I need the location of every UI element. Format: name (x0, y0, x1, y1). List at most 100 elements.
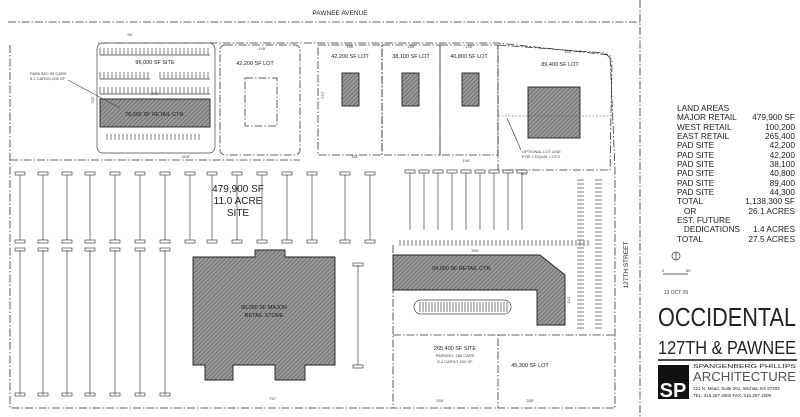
parking-island (14, 239, 26, 244)
major-site-label: 11.0 ACRE (214, 196, 263, 207)
scale-label: 80' (686, 268, 691, 273)
pad-building (401, 72, 420, 107)
parking-island (418, 169, 430, 174)
lot-label: 45,300 SF LOT (511, 363, 549, 369)
parking-island (281, 171, 293, 176)
land-area-label: WEST RETAIL (677, 121, 732, 132)
major-parking-rows (14, 171, 376, 397)
parking-island (61, 392, 73, 397)
land-area-row: PAD SITE 42,200 (677, 149, 795, 160)
parking-island (84, 392, 96, 397)
parking-island (206, 171, 218, 176)
parking-island (231, 239, 243, 244)
dim-label: 509' (182, 154, 190, 159)
parking-island (460, 169, 472, 174)
scale-label: 0 (662, 268, 665, 273)
parking-island (413, 299, 512, 315)
west-parking-note: 5.2 CARS/1,000 SF (30, 76, 66, 81)
lot-label: 42,200 SF LOT (331, 54, 369, 60)
land-area-row: PAD SITE 42,200 (677, 140, 795, 151)
street-label-127th: 127TH STREET (623, 241, 630, 288)
parking-island (206, 239, 218, 244)
dim-label: 150' (564, 49, 572, 54)
dim-label: 144' (462, 158, 470, 163)
parking-island (339, 239, 351, 244)
east-parking-note: 8.4 CARS/1,000 SF (437, 359, 473, 364)
west-retail-building (99, 98, 211, 128)
parking-island (231, 171, 243, 176)
parking-island (14, 247, 26, 252)
land-area-value: 42,200 (769, 149, 795, 160)
dim-label: 181' (351, 154, 359, 159)
parking-island (256, 239, 268, 244)
parking-island (37, 239, 49, 244)
land-area-label: TOTAL (677, 196, 703, 207)
land-area-label: PAD SITE (677, 140, 715, 151)
parking-island (37, 392, 49, 397)
parking-island (61, 239, 73, 244)
dim-label: 122' (520, 171, 528, 176)
parking-island (404, 169, 416, 174)
plan-date: 13 OCT 09 (664, 290, 689, 296)
land-area-value: 40,800 (769, 168, 795, 179)
parking-island (134, 392, 146, 397)
parking-island (109, 171, 121, 176)
parking-island (109, 392, 121, 397)
dim-label: 155' (346, 44, 354, 49)
land-area-value: 42,200 (769, 140, 795, 151)
land-area-value: 89,400 (769, 177, 795, 188)
pad-building (341, 72, 360, 107)
lot-label: 40,800 SF LOT (450, 54, 488, 60)
land-area-label: PAD SITE (677, 168, 715, 179)
parking-island (84, 239, 96, 244)
parking-island (14, 171, 26, 176)
parking-island (502, 169, 514, 174)
dim-label: 280' (526, 398, 534, 403)
east-site-label: 265,400 SF SITE (434, 346, 477, 352)
parking-island (256, 171, 268, 176)
major-building-label: RETAIL STORE (244, 313, 283, 319)
west-retail-site (96, 42, 216, 154)
parking-island (159, 239, 171, 244)
lot-label: 89,400 SF LOT (541, 62, 579, 68)
parking-island (364, 171, 376, 176)
land-area-row: PAD SITE 40,800 (677, 168, 795, 179)
pad-building-large (527, 86, 581, 139)
parking-island (134, 239, 146, 244)
parking-island (84, 171, 96, 176)
land-areas-heading: LAND AREAS (677, 103, 730, 113)
parking-island (159, 392, 171, 397)
parking-island (432, 169, 444, 174)
land-area-label: PAD SITE (677, 149, 715, 160)
land-area-label: PAD SITE (677, 187, 715, 198)
east-retail-building (392, 254, 566, 326)
parking-island (474, 169, 486, 174)
dim-label: 757' (269, 396, 277, 401)
dim-label: 266' (436, 398, 444, 403)
land-area-label: OR (677, 205, 697, 216)
parking-island (109, 247, 121, 252)
land-area-value: 1,138,300 SF (745, 196, 795, 207)
lot-label: 42,200 SF LOT (236, 61, 274, 67)
parking-island (352, 262, 364, 267)
firm-discipline: ARCHITECTURE (693, 370, 796, 384)
dim-label: 155' (258, 46, 266, 51)
dim-label: 90' (127, 32, 132, 37)
optional-lot-note: OPTIONAL LOT LINE (522, 149, 561, 154)
dim-label: 272' (320, 91, 325, 99)
land-area-value: 265,400 (765, 131, 795, 142)
logo-letters: SP (660, 380, 687, 402)
land-area-value: 1.4 ACRES (753, 224, 795, 235)
land-area-value: 479,900 SF (752, 112, 795, 123)
dim-label: 350' (471, 248, 479, 253)
dim-label: 270' (151, 91, 159, 96)
east-parking-rows (399, 169, 602, 329)
land-area-label: EST. FUTURE (677, 215, 731, 226)
east-parking-note: PARKING: 286 CARS (436, 353, 475, 358)
dim-label: 110' (566, 296, 571, 303)
